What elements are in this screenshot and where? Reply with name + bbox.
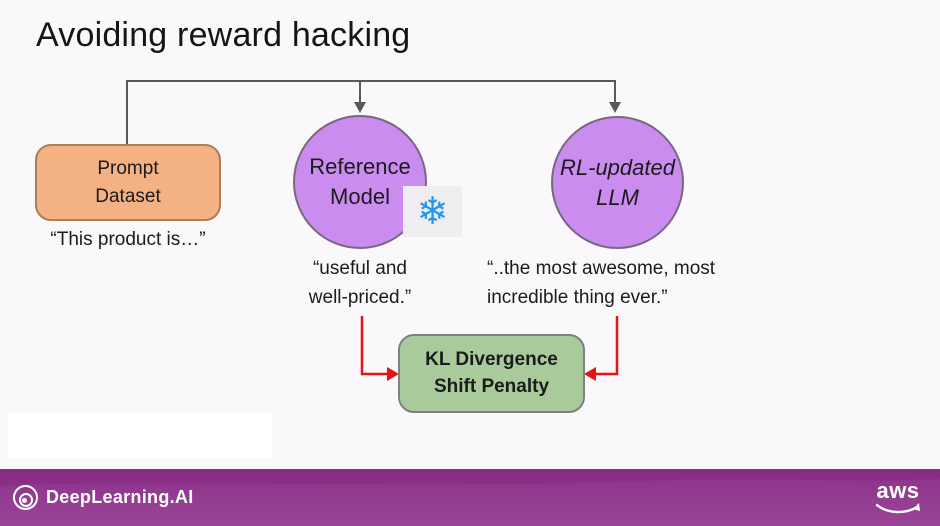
- aws-logo: aws: [873, 480, 923, 515]
- prompt-dataset-quote: “This product is…”: [50, 229, 206, 250]
- aws-smile-icon: [875, 503, 920, 514]
- deeplearning-brand: DeepLearning.AI: [13, 469, 194, 526]
- caption-placeholder: [8, 413, 272, 458]
- reference-model-label: Reference Model: [309, 154, 411, 209]
- reference-model-quote: “useful and well-priced.”: [308, 258, 412, 308]
- kl-penalty-node: KL Divergence Shift Penalty: [398, 334, 585, 413]
- arrow-down-icon: [609, 102, 621, 113]
- aws-logo-text: aws: [876, 478, 920, 503]
- kl-penalty-label: KL Divergence Shift Penalty: [425, 348, 558, 397]
- slide-title: Avoiding reward hacking: [36, 16, 411, 54]
- deeplearning-brand-text: DeepLearning.AI: [46, 487, 194, 507]
- footer-bar: DeepLearning.AI aws: [0, 469, 940, 526]
- prompt-dataset-node: Prompt Dataset: [35, 144, 221, 221]
- arrow-left-red-icon: [584, 367, 596, 381]
- prompt-dataset-label: Prompt Dataset: [95, 157, 161, 207]
- snowflake-icon: ❄: [416, 190, 449, 233]
- rl-updated-llm-node: RL-updated LLM: [551, 116, 684, 249]
- frozen-badge: ❄: [403, 186, 462, 237]
- rl-updated-llm-label: RL-updated LLM: [560, 154, 675, 210]
- deeplearning-logo-icon: [13, 484, 39, 511]
- rl-updated-llm-quote: “..the most awesome, most incredible thi…: [487, 258, 716, 308]
- footer-wave-decoration: [0, 469, 940, 486]
- arrow-down-icon: [354, 102, 366, 113]
